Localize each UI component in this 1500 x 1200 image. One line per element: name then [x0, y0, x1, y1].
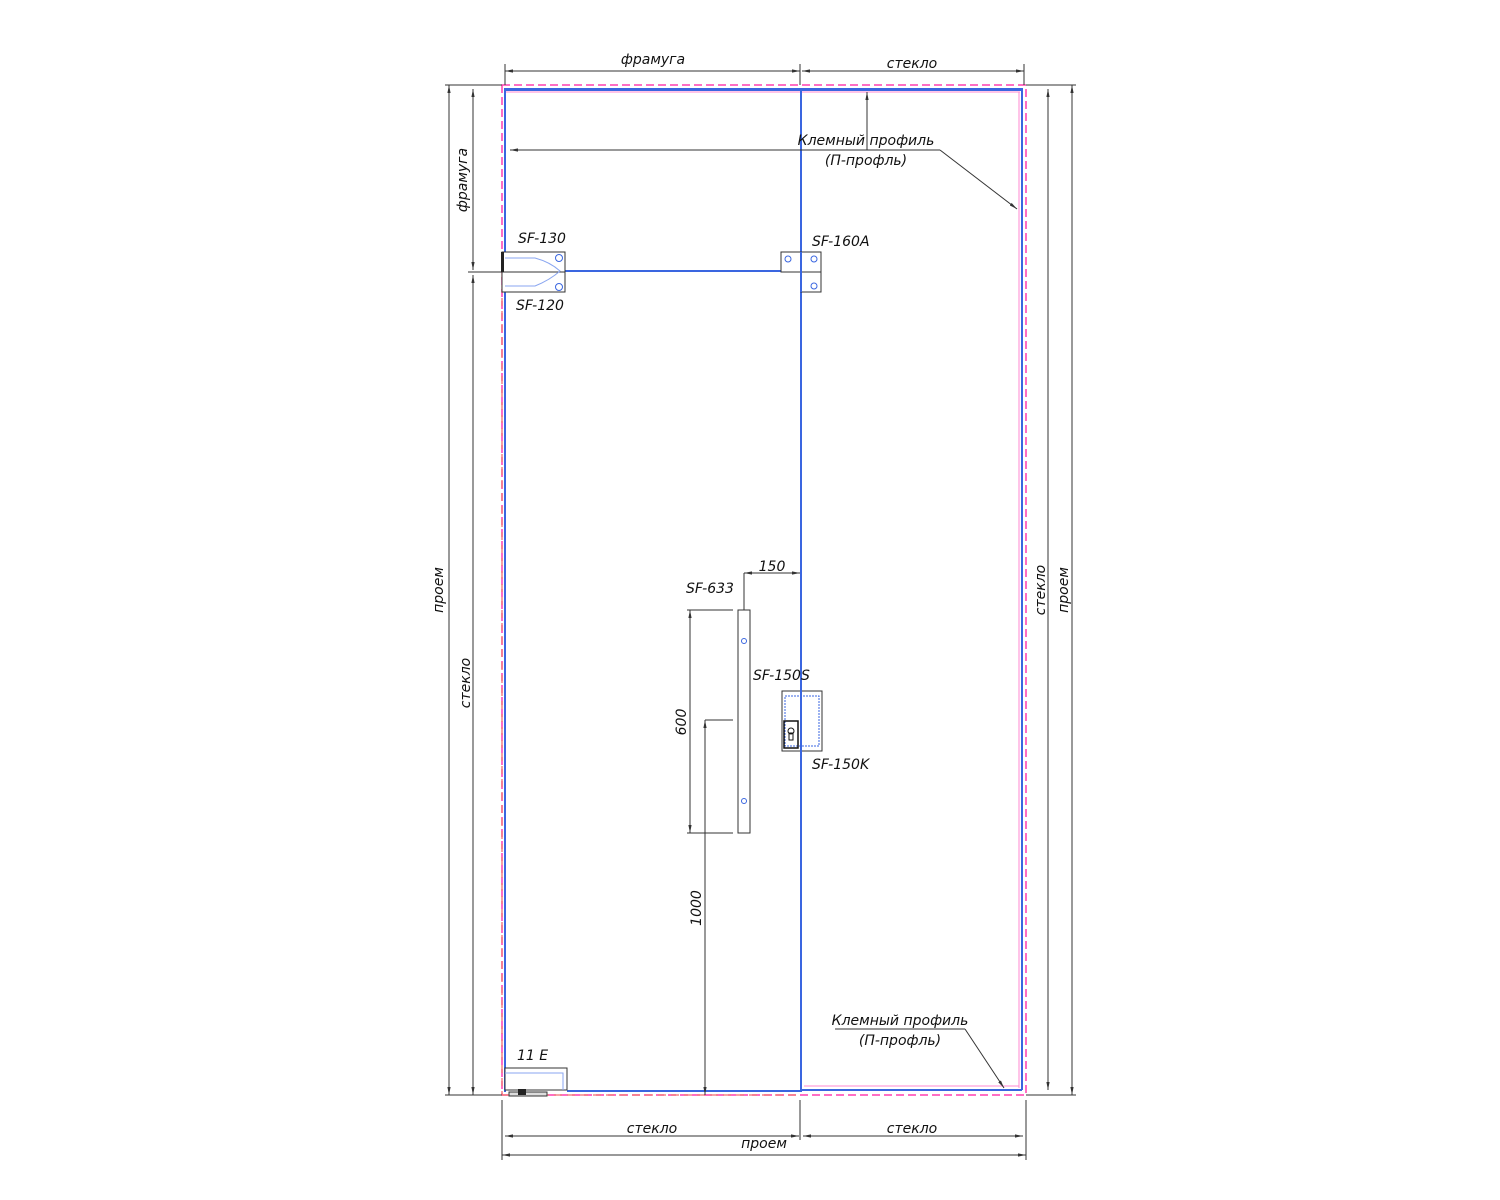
- floor-spring-11e: [504, 1067, 568, 1097]
- dim-handle-offset: 150: [759, 559, 786, 575]
- dim-label-opening-bottom: проем: [741, 1136, 787, 1152]
- clamp-profile-top-label: Клемный профиль: [798, 133, 935, 149]
- dim-label-glass-bottom-right: стекло: [887, 1121, 937, 1137]
- dim-handle-height: 1000: [689, 890, 705, 926]
- glass-panels: [504, 88, 1023, 1092]
- label-sf160a: SF-160A: [812, 234, 870, 250]
- dim-label-opening-right: проем: [1056, 567, 1072, 613]
- fitting-sf160a: [780, 251, 822, 293]
- fitting-sf130-sf120: [501, 251, 566, 293]
- clamp-profile-top-leader: [510, 92, 1018, 210]
- label-sf633: SF-633: [686, 581, 734, 597]
- bottom-dimensions: [501, 1100, 1027, 1160]
- label-sf150s: SF-150S: [753, 668, 810, 684]
- label-sf120: SF-120: [516, 298, 564, 314]
- dim-label-glass-top: стекло: [887, 56, 937, 72]
- label-11e: 11 E: [517, 1048, 548, 1064]
- clamp-profile-top-sublabel: (П-профль): [825, 153, 907, 169]
- clamp-profile-bottom-leader: [835, 1028, 1005, 1089]
- left-dimensions: [445, 84, 502, 1096]
- lock-sf150: [781, 688, 823, 754]
- dim-label-glass-left: стекло: [458, 658, 474, 708]
- clamp-profile-bottom-label: Клемный профиль: [832, 1013, 969, 1029]
- outer-profile: [501, 84, 1027, 1096]
- handle-sf633: [687, 571, 800, 1095]
- dim-label-opening-left: проем: [431, 567, 447, 613]
- dim-label-transom-top: фрамуга: [621, 52, 685, 68]
- dim-label-glass-bottom-left: стекло: [627, 1121, 677, 1137]
- dim-label-transom-left: фрамуга: [455, 148, 471, 212]
- right-dimensions: [1026, 84, 1076, 1096]
- dim-handle-length: 600: [674, 709, 690, 736]
- label-sf130: SF-130: [518, 231, 566, 247]
- top-dimensions: [504, 64, 1025, 85]
- label-sf150k: SF-150K: [812, 757, 871, 773]
- clamp-profile-bottom-sublabel: (П-профль): [859, 1033, 941, 1049]
- dim-label-glass-right: стекло: [1033, 565, 1049, 615]
